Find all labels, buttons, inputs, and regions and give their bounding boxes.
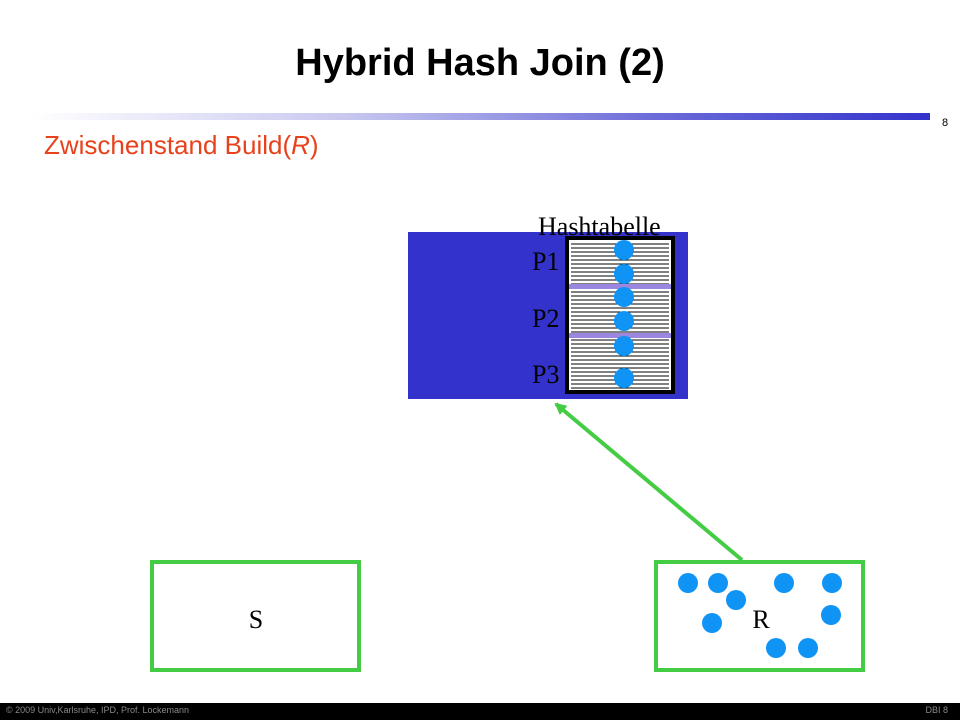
slide-subtitle: Zwischenstand Build(R) <box>44 130 319 161</box>
relation-s-label: S <box>249 605 263 634</box>
tuple-dot <box>774 573 794 593</box>
hash-table-tuples <box>614 240 634 388</box>
subtitle-relation: R <box>291 130 310 160</box>
title-underline <box>30 113 930 120</box>
partition-label-p2: P2 <box>532 304 559 333</box>
tuple-dot <box>708 573 728 593</box>
tuple-dot <box>822 573 842 593</box>
relation-s-box <box>150 560 361 672</box>
subtitle-prefix: Zwischenstand Build( <box>44 130 292 160</box>
footer-bar: © 2009 Univ,Karlsruhe, IPD, Prof. Lockem… <box>0 703 960 720</box>
tuple-dot <box>614 368 634 388</box>
tuple-dot <box>798 638 818 658</box>
partition-label-p1: P1 <box>532 247 559 276</box>
tuple-dot <box>726 590 746 610</box>
partition-divider-2 <box>569 333 671 338</box>
tuple-dot <box>614 240 634 260</box>
tuple-dot <box>614 264 634 284</box>
relation-r-tuples <box>678 573 842 658</box>
slide-title: Hybrid Hash Join (2) <box>295 42 665 84</box>
tuple-dot <box>821 605 841 625</box>
tuple-dot <box>702 613 722 633</box>
subtitle-suffix: ) <box>309 130 319 160</box>
tuple-dot <box>678 573 698 593</box>
tuple-dot <box>614 287 634 307</box>
tuple-dot <box>614 311 634 331</box>
tuple-dot <box>614 336 634 356</box>
footer-copyright: © 2009 Univ,Karlsruhe, IPD, Prof. Lockem… <box>6 705 190 715</box>
partition-divider-1 <box>569 284 671 289</box>
footer-page-label: DBI 8 <box>925 705 948 715</box>
partition-label-p3: P3 <box>532 360 559 389</box>
build-arrow <box>554 402 744 562</box>
hashtable-label: Hashtabelle <box>538 212 661 241</box>
tuple-dot <box>766 638 786 658</box>
slide-number: 8 <box>941 117 949 129</box>
relation-r-label: R <box>752 605 770 634</box>
